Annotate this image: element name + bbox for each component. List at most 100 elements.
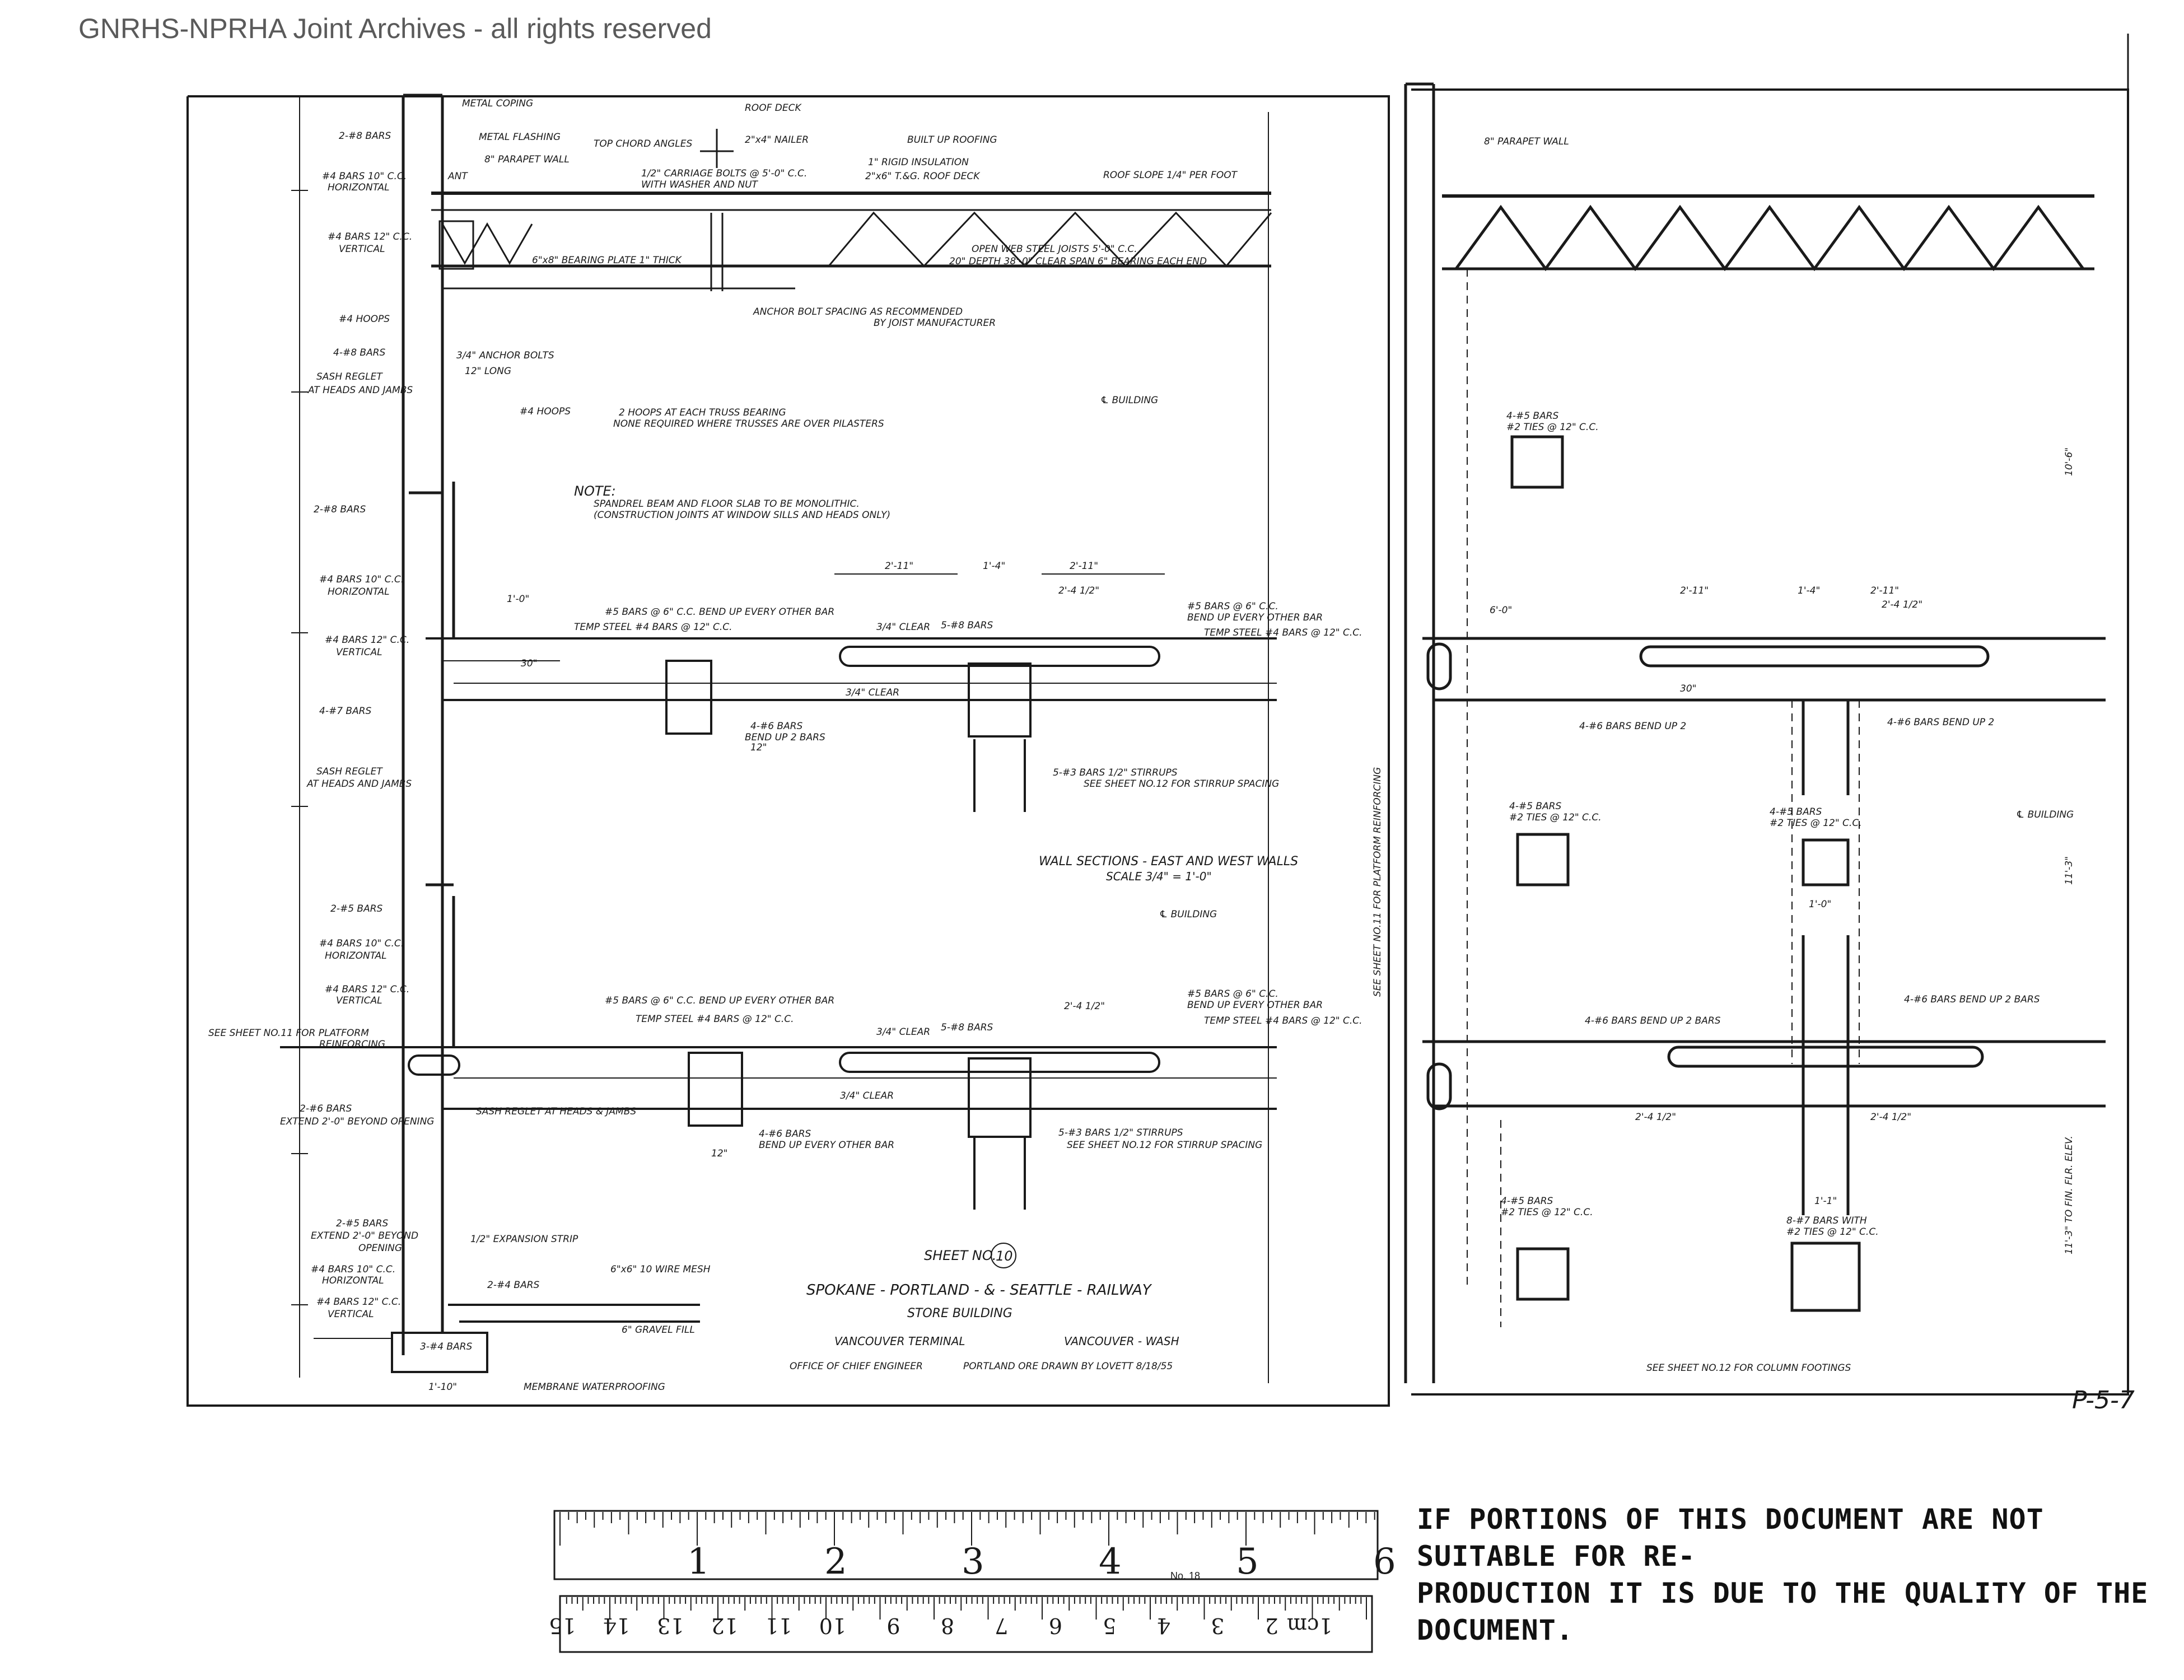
label-left-wire-mesh: 6"x6" 10 WIRE MESH xyxy=(610,1264,711,1275)
label-left-extend2: EXTEND 2'-0" BEYOND xyxy=(311,1230,418,1242)
roof-truss xyxy=(431,129,1272,291)
label-left-bars25: 2-#5 BARS xyxy=(330,903,383,914)
inch-ruler-label: 1 xyxy=(687,1541,710,1583)
dim-right-10: 1'-0" xyxy=(1809,899,1831,910)
label-lower-clear: 3/4" CLEAR xyxy=(876,1026,930,1038)
label-left-extend2b: OPENING xyxy=(358,1243,402,1254)
ruler-maker: No. 18 xyxy=(1170,1570,1200,1581)
title-sheet-circle xyxy=(991,1243,1016,1268)
label-hoops-none: NONE REQUIRED WHERE TRUSSES ARE OVER PIL… xyxy=(613,418,884,430)
footing xyxy=(314,1304,700,1373)
cm-ruler-label: 4 xyxy=(1157,1613,1170,1638)
cm-ruler-label: 10 xyxy=(819,1613,846,1638)
cm-ruler-label: 15 xyxy=(549,1613,576,1638)
label-hoops-each: 2 HOOPS AT EACH TRUSS BEARING xyxy=(619,407,786,418)
inch-ruler-label: 6 xyxy=(1373,1541,1396,1583)
cm-ruler-label: 9 xyxy=(886,1613,900,1638)
label-right-bend2: 4-#6 BARS BEND UP 2 xyxy=(1579,721,1686,732)
label-lower-bend: BEND UP EVERY OTHER BAR xyxy=(759,1140,894,1151)
label-lower-bars5: #5 BARS @ 6" C.C. BEND UP EVERY OTHER BA… xyxy=(605,995,834,1006)
label-left-gravel: 6" GRAVEL FILL xyxy=(622,1324,695,1336)
dim-slab-10: 1'-0" xyxy=(507,594,529,605)
archive-watermark: GNRHS-NPRHA Joint Archives - all rights … xyxy=(78,13,712,44)
dim-right-211a: 2'-11" xyxy=(1870,585,1899,596)
label-lower-right-bars: #5 BARS @ 6" C.C. xyxy=(1187,988,1278,1000)
label-left-expansion: 1/2" EXPANSION STRIP xyxy=(470,1234,578,1245)
cm-ruler-label: 6 xyxy=(1049,1613,1062,1638)
label-left-vert4b: VERTICAL xyxy=(328,1309,374,1320)
label-metal-coping: METAL COPING xyxy=(462,98,533,109)
label-rigid: 1" RIGID INSULATION xyxy=(868,157,969,168)
cm-ruler-label: 7 xyxy=(995,1613,1008,1638)
title-city: VANCOUVER - WASH xyxy=(1064,1334,1179,1348)
label-slab-right-bend: BEND UP EVERY OTHER BAR xyxy=(1187,612,1323,623)
label-nailer: 2"x4" NAILER xyxy=(745,134,809,146)
label-left-horiz1b: HORIZONTAL xyxy=(328,182,390,193)
label-left-bars-top: 2-#8 BARS xyxy=(339,130,391,142)
label-left-horiz2: #4 BARS 10" C.C. xyxy=(319,574,404,585)
label-roof-deck-tg: 2"x6" T.&G. ROOF DECK xyxy=(865,171,981,182)
cm-ruler-label: 8 xyxy=(941,1613,954,1638)
disclaimer-stamp: IF PORTIONS OF THIS DOCUMENT ARE NOT SUI… xyxy=(1417,1501,2162,1649)
label-slab-clear2: 3/4" CLEAR xyxy=(846,687,899,698)
label-right-ties2b: #2 TIES @ 12" C.C. xyxy=(1509,812,1602,823)
label-right-ties1b: #2 TIES @ 12" C.C. xyxy=(1506,422,1599,433)
dim-lower-2412: 2'-4 1/2" xyxy=(1064,1001,1105,1012)
title-building: STORE BUILDING xyxy=(907,1306,1012,1320)
label-right-platform-ref: SEE SHEET NO.11 FOR PLATFORM REINFORCING xyxy=(1372,767,1383,997)
label-left-platform: SEE SHEET NO.11 FOR PLATFORM xyxy=(208,1028,369,1039)
label-hoops: #4 HOOPS xyxy=(520,406,571,417)
section-scale: SCALE 3/4" = 1'-0" xyxy=(1106,870,1212,883)
label-left-horiz1: #4 BARS 10" C.C. xyxy=(322,171,407,182)
note-line1: SPANDREL BEAM AND FLOOR SLAB TO BE MONOL… xyxy=(594,498,860,510)
label-carriage: 1/2" CARRIAGE BOLTS @ 5'-0" C.C. xyxy=(641,168,807,179)
label-lower-stirrup-ref: SEE SHEET NO.12 FOR STIRRUP SPACING xyxy=(1067,1140,1262,1151)
label-left-vert4: #4 BARS 12" C.C. xyxy=(316,1296,401,1308)
label-slab-bars5: #5 BARS @ 6" C.C. BEND UP EVERY OTHER BA… xyxy=(605,606,834,618)
dim-right-30: 30" xyxy=(1680,683,1696,694)
label-left-sash1b: AT HEADS AND JAMBS xyxy=(307,385,413,396)
label-slab-building-cl: ℄ BUILDING xyxy=(1159,909,1217,920)
label-right-ties4b: #2 TIES @ 12" C.C. xyxy=(1501,1207,1593,1218)
label-lower-right-bend: BEND UP EVERY OTHER BAR xyxy=(1187,1000,1323,1011)
label-left-bars47: 4-#7 BARS xyxy=(319,706,372,717)
disclaimer-line1: IF PORTIONS OF THIS DOCUMENT ARE NOT SUI… xyxy=(1417,1503,2044,1572)
label-built-up: BUILT UP ROOFING xyxy=(907,134,997,146)
label-left-bars24: 2-#4 BARS xyxy=(487,1280,540,1291)
label-left-vert3: #4 BARS 12" C.C. xyxy=(325,984,409,995)
label-left-platform-b: REINFORCING xyxy=(319,1039,385,1050)
dim-right-113: 11'-3" xyxy=(2064,856,2075,885)
label-left-vert2: #4 BARS 12" C.C. xyxy=(325,634,409,646)
cm-ruler-label: 11 xyxy=(765,1613,792,1638)
label-left-horiz2b: HORIZONTAL xyxy=(328,586,390,598)
label-slab-stirrup-ref: SEE SHEET NO.12 FOR STIRRUP SPACING xyxy=(1084,778,1279,790)
label-building-cl: ℄ BUILDING xyxy=(1100,395,1158,406)
title-drawn: PORTLAND ORE DRAWN BY LOVETT 8/18/55 xyxy=(963,1361,1173,1372)
dim-slab-14: 1'-4" xyxy=(983,561,1005,572)
label-right-ties4: 4-#5 BARS xyxy=(1501,1196,1553,1207)
label-slab-bars58: 5-#8 BARS xyxy=(941,620,993,631)
label-right-ties3b: #2 TIES @ 12" C.C. xyxy=(1770,818,1862,829)
label-lower-bars46: 4-#6 BARS xyxy=(759,1128,811,1140)
label-slab-stirrups: 5-#3 BARS 1/2" STIRRUPS xyxy=(1053,767,1178,778)
label-left-vert1b: VERTICAL xyxy=(339,244,385,255)
label-left-horiz4: #4 BARS 10" C.C. xyxy=(311,1264,395,1275)
label-left-bars48: 4-#8 BARS xyxy=(333,347,386,358)
label-right-bend2b: 4-#6 BARS BEND UP 2 xyxy=(1887,717,1994,728)
label-anchor-bolt: ANCHOR BOLT SPACING AS RECOMMENDED xyxy=(753,306,963,318)
label-lower-stirrups: 5-#3 BARS 1/2" STIRRUPS xyxy=(1058,1127,1183,1138)
label-right-ties2: 4-#5 BARS xyxy=(1509,801,1562,812)
label-left-hoops: #4 HOOPS xyxy=(339,314,390,325)
title-sheet-label: SHEET NO. xyxy=(924,1248,996,1263)
cm-ruler-label: 12 xyxy=(711,1613,738,1638)
label-left-sash1: SASH REGLET xyxy=(316,371,383,382)
label-right-bend4: 4-#6 BARS BEND UP 2 BARS xyxy=(1585,1015,1721,1026)
dim-slab-2412: 2'-4 1/2" xyxy=(1058,585,1099,596)
cm-ruler-label: 1cm xyxy=(1287,1613,1333,1638)
label-right-ties5: 8-#7 BARS WITH xyxy=(1786,1215,1867,1226)
label-right-building-cl: ℄ BUILDING xyxy=(2016,809,2074,820)
right-section xyxy=(1404,82,2106,1383)
label-bearing-plate: 6"x8" BEARING PLATE 1" THICK xyxy=(532,255,683,266)
label-right-ties5b: #2 TIES @ 12" C.C. xyxy=(1786,1226,1879,1238)
